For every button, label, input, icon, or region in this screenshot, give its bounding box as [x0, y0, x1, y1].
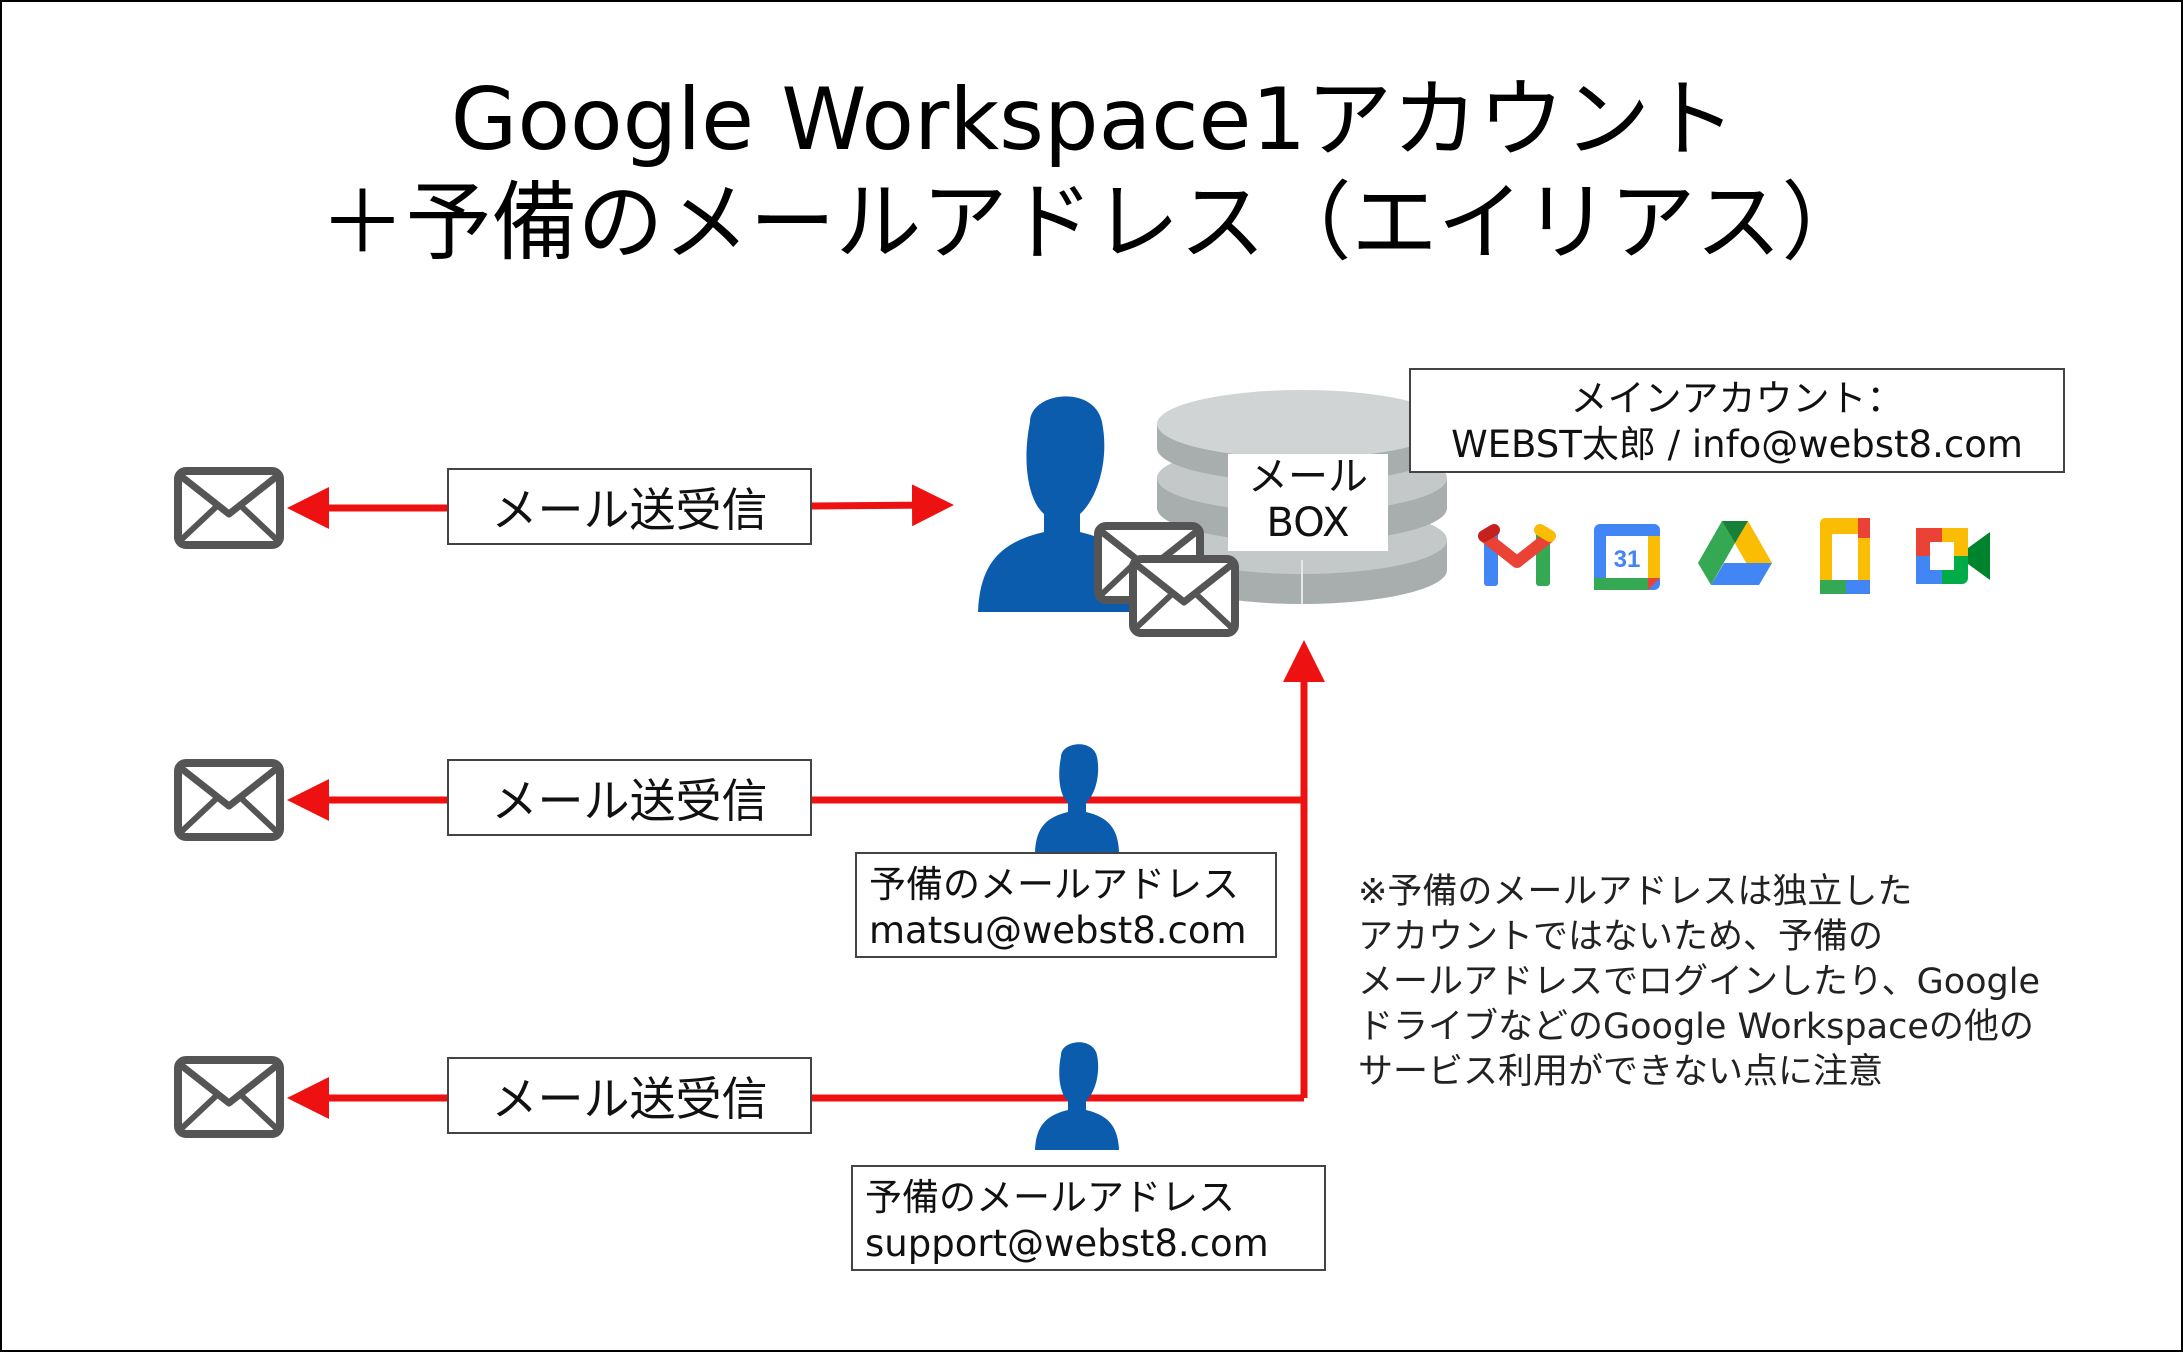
drive-icon [1698, 521, 1772, 585]
note-line: サービス利用ができない点に注意 [1358, 1052, 1884, 1092]
alias-email: matsu@webst8.com [869, 909, 1247, 952]
docs-icon [1820, 518, 1870, 594]
row3-label: メール送受信 [447, 1057, 812, 1134]
mailbox-label: メール BOX [1228, 454, 1388, 551]
main-account-box: メインアカウント： WEBST太郎 / info@webst8.com [1409, 368, 2065, 473]
note-line: メールアドレスでログインしたり、Google [1358, 962, 2041, 1002]
alias-box-matsu: 予備のメールアドレス matsu@webst8.com [855, 852, 1277, 958]
title-line-2: ＋予備のメールアドレス（エイリアス） [319, 173, 1868, 273]
title-line-1: Google Workspace1アカウント [450, 70, 1737, 170]
row1-label: メール送受信 [447, 468, 812, 545]
row2-label: メール送受信 [447, 759, 812, 836]
note-line: アカウントではないため、予備の [1358, 917, 1884, 957]
alias-label: 予備のメールアドレス [869, 863, 1239, 906]
alias-user-icon [1035, 1042, 1119, 1150]
envelope-icon [174, 467, 284, 549]
note-line: ドライブなどのGoogle Workspaceの他の [1358, 1007, 2034, 1047]
alias-label: 予備のメールアドレス [865, 1176, 1235, 1219]
main-account-value: WEBST太郎 / info@webst8.com [1451, 423, 2023, 466]
note-line: ※予備のメールアドレスは独立した [1358, 872, 1913, 912]
envelope-icon [1129, 555, 1239, 637]
arrow-row1-right [811, 484, 954, 527]
envelope-icon [174, 1056, 284, 1138]
envelope-icon [174, 759, 284, 841]
alias-box-support: 予備のメールアドレス support@webst8.com [851, 1165, 1326, 1271]
caution-note: ※予備のメールアドレスは独立した アカウントではないため、予備の メールアドレス… [1358, 870, 2040, 1095]
alias-user-icon [1035, 744, 1119, 852]
mailbox-label-line2: BOX [1266, 500, 1350, 546]
calendar-icon-date: 31 [1614, 546, 1641, 573]
gmail-icon [1478, 524, 1556, 586]
alias-email: support@webst8.com [865, 1222, 1269, 1265]
mailbox-label-line1: メール [1248, 454, 1368, 500]
calendar-icon: 31 [1594, 524, 1660, 590]
main-account-label: メインアカウント： [1570, 377, 1904, 420]
meet-icon [1916, 528, 1990, 584]
